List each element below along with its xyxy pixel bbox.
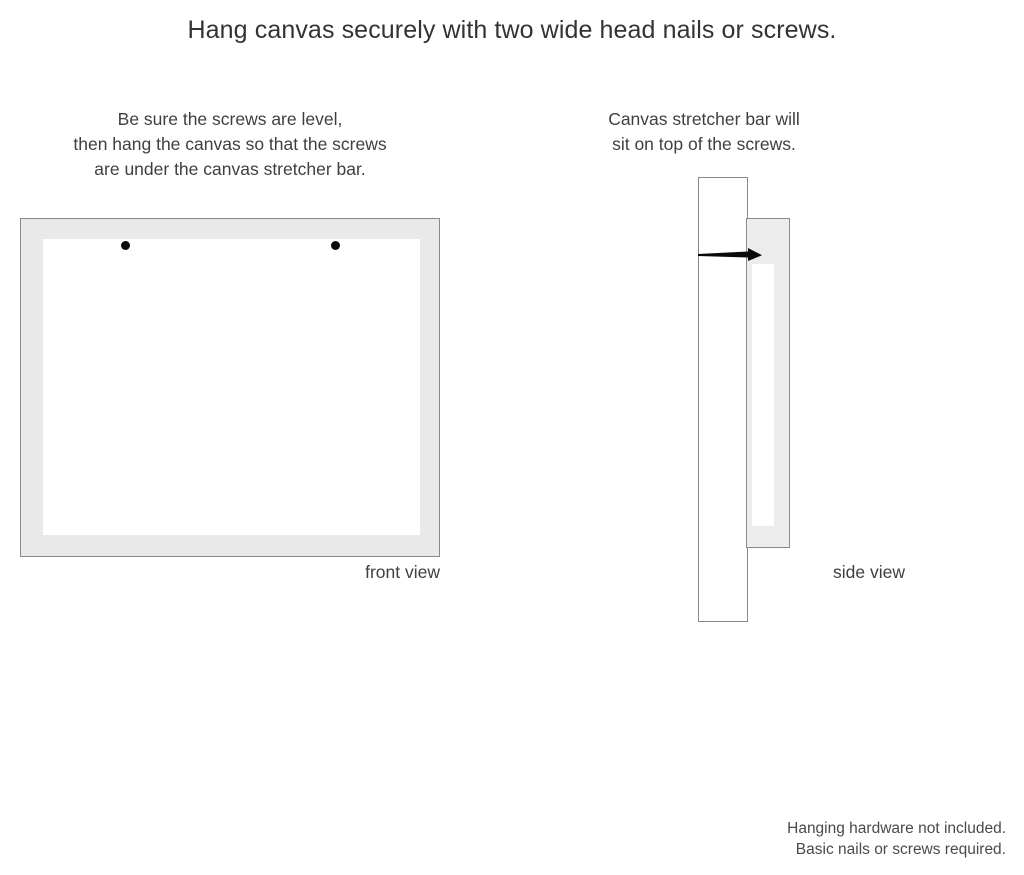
side-view-wall-board — [698, 177, 748, 622]
front-view-canvas-face — [43, 239, 420, 535]
side-view-stretcher-bar — [752, 264, 774, 526]
front-view-left-screw-icon — [121, 241, 130, 250]
side-view-caption-line-2: sit on top of the screws. — [612, 134, 796, 154]
footer-line-2: Basic nails or screws required. — [795, 841, 1006, 858]
page-title: Hang canvas securely with two wide head … — [187, 16, 837, 44]
front-view-caption-line-2: then hang the canvas so that the screws — [73, 134, 387, 154]
front-view-canvas-frame — [20, 218, 440, 557]
front-view-caption-line-1: Be sure the screws are level, — [117, 109, 343, 129]
side-view-caption-line-1: Canvas stretcher bar will — [608, 109, 800, 129]
side-view-screw-icon — [698, 248, 762, 261]
front-view-label: front view — [365, 562, 440, 582]
side-view-label: side view — [833, 562, 905, 582]
front-view-caption: Be sure the screws are level, then hang … — [0, 107, 460, 182]
footer-line-1: Hanging hardware not included. — [787, 820, 1006, 837]
side-view-caption: Canvas stretcher bar will sit on top of … — [554, 107, 854, 157]
footer-note: Hanging hardware not included. Basic nai… — [787, 818, 1006, 860]
front-view-right-screw-icon — [331, 241, 340, 250]
side-view-canvas-panel — [746, 218, 790, 548]
front-view-caption-line-3: are under the canvas stretcher bar. — [94, 159, 366, 179]
